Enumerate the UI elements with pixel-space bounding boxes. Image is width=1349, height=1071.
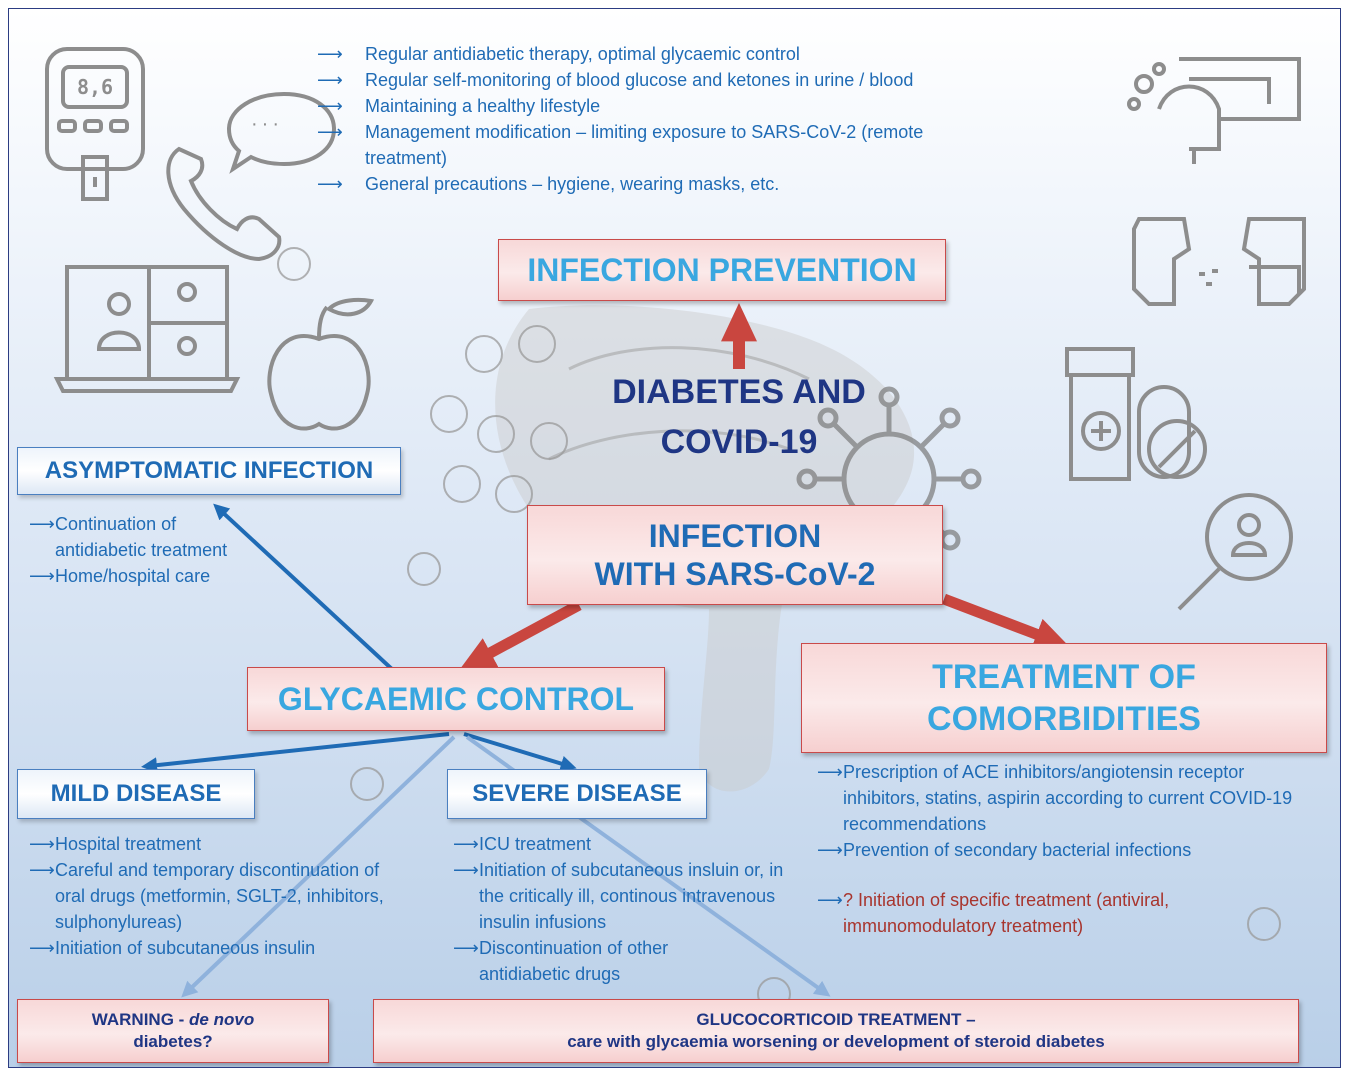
diagram-frame: 8,6 ··· ⟶Regular antidiabetic therapy, o…	[8, 8, 1341, 1068]
list-item: ⟶Continuation of antidiabetic treatment	[29, 514, 228, 560]
list-item: ⟶Regular self-monitoring of blood glucos…	[317, 70, 914, 90]
list-item: ⟶Initiation of subcutaneous insulin	[29, 938, 316, 958]
phone-call-icon	[166, 91, 337, 262]
arrow-to-severe	[463, 732, 577, 772]
list-item: ⟶Management modification – limiting expo…	[317, 122, 924, 168]
list-item: ⟶Careful and temporary discontinuation o…	[29, 860, 384, 932]
comorbidities-list: ⟶Prescription of ACE inhibitors/angioten…	[817, 759, 1317, 863]
center-title-line2: COVID-19	[660, 423, 818, 461]
warning-box: WARNING - de novo diabetes?	[17, 999, 329, 1063]
asymptomatic-title: ASYMPTOMATIC INFECTION	[44, 457, 374, 484]
comorbidities-box: TREATMENT OF COMORBIDITIES	[801, 643, 1327, 753]
severe-disease-list: ⟶ICU treatment ⟶Initiation of subcutaneo…	[453, 831, 793, 987]
glucometer-icon	[45, 47, 145, 201]
center-title: DIABETES AND COVID-19	[569, 367, 909, 467]
list-item: ⟶Initiation of subcutaneous insluin or, …	[453, 860, 784, 932]
glucocorticoid-line2: care with glycaemia worsening or develop…	[567, 1032, 1105, 1051]
hand-washing-icon	[1127, 57, 1301, 164]
medication-icon	[1065, 347, 1207, 481]
comorbidities-line1: TREATMENT OF	[932, 658, 1196, 696]
glucocorticoid-line1: GLUCOCORTICOID TREATMENT –	[696, 1010, 976, 1029]
meter-display: 8,6	[76, 75, 114, 99]
glycaemic-control-label: GLYCAEMIC CONTROL	[277, 680, 635, 717]
infection-prevention-label: INFECTION PREVENTION	[527, 251, 917, 288]
list-item: ⟶Home/hospital care	[29, 566, 211, 586]
list-item: ⟶Regular antidiabetic therapy, optimal g…	[317, 44, 800, 64]
list-item: ⟶Discontinuation of other antidiabetic d…	[453, 938, 669, 984]
asymptomatic-list: ⟶Continuation of antidiabetic treatment …	[29, 511, 229, 589]
warning-line2: diabetes?	[133, 1032, 213, 1051]
glucocorticoid-box: GLUCOCORTICOID TREATMENT – care with gly…	[373, 999, 1299, 1063]
comorbidities-line2: COMORBIDITIES	[927, 700, 1201, 738]
search-person-icon	[1177, 493, 1293, 611]
list-item: ⟶ICU treatment	[453, 834, 592, 854]
asymptomatic-box: ASYMPTOMATIC INFECTION	[17, 447, 401, 495]
severe-disease-title: SEVERE DISEASE	[472, 780, 682, 807]
list-item: ⟶General precautions – hygiene, wearing …	[317, 174, 780, 194]
arrow-to-comorbidities	[942, 593, 1070, 650]
video-call-laptop-icon	[53, 265, 241, 393]
arrow-to-glycaemic	[459, 600, 582, 670]
mild-disease-title: MILD DISEASE	[50, 780, 222, 807]
center-title-line1: DIABETES AND	[612, 373, 866, 411]
mild-disease-box: MILD DISEASE	[17, 769, 255, 819]
apple-icon	[267, 298, 375, 431]
glycaemic-control-box: GLYCAEMIC CONTROL	[247, 667, 665, 731]
list-item: ⟶Maintaining a healthy lifestyle	[317, 96, 601, 116]
list-item: ⟶? Initiation of specific treatment (ant…	[817, 890, 1170, 936]
infection-line1: INFECTION	[648, 518, 822, 554]
arrow-to-asymptomatic	[213, 503, 396, 673]
warning-line1: WARNING - de novo	[91, 1010, 255, 1029]
comorbidities-red-list: ⟶? Initiation of specific treatment (ant…	[817, 887, 1237, 939]
infection-box: INFECTION WITH SARS-CoV-2	[527, 505, 943, 605]
severe-disease-box: SEVERE DISEASE	[447, 769, 707, 819]
warning-italic: de novo	[189, 1010, 255, 1029]
arrow-to-warning	[181, 735, 456, 998]
prevention-list: ⟶Regular antidiabetic therapy, optimal g…	[317, 41, 1017, 197]
masked-people-icon	[1132, 217, 1306, 306]
speech-bubble-dots: ···	[251, 113, 283, 135]
list-item: ⟶Hospital treatment	[29, 834, 202, 854]
arrow-to-mild	[141, 732, 450, 774]
list-item: ⟶Prescription of ACE inhibitors/angioten…	[817, 762, 1293, 834]
infection-prevention-box: INFECTION PREVENTION	[498, 239, 946, 301]
infection-line2: WITH SARS-CoV-2	[594, 556, 876, 592]
list-item: ⟶Prevention of secondary bacterial infec…	[817, 840, 1192, 860]
mild-disease-list: ⟶Hospital treatment ⟶Careful and tempora…	[29, 831, 409, 961]
